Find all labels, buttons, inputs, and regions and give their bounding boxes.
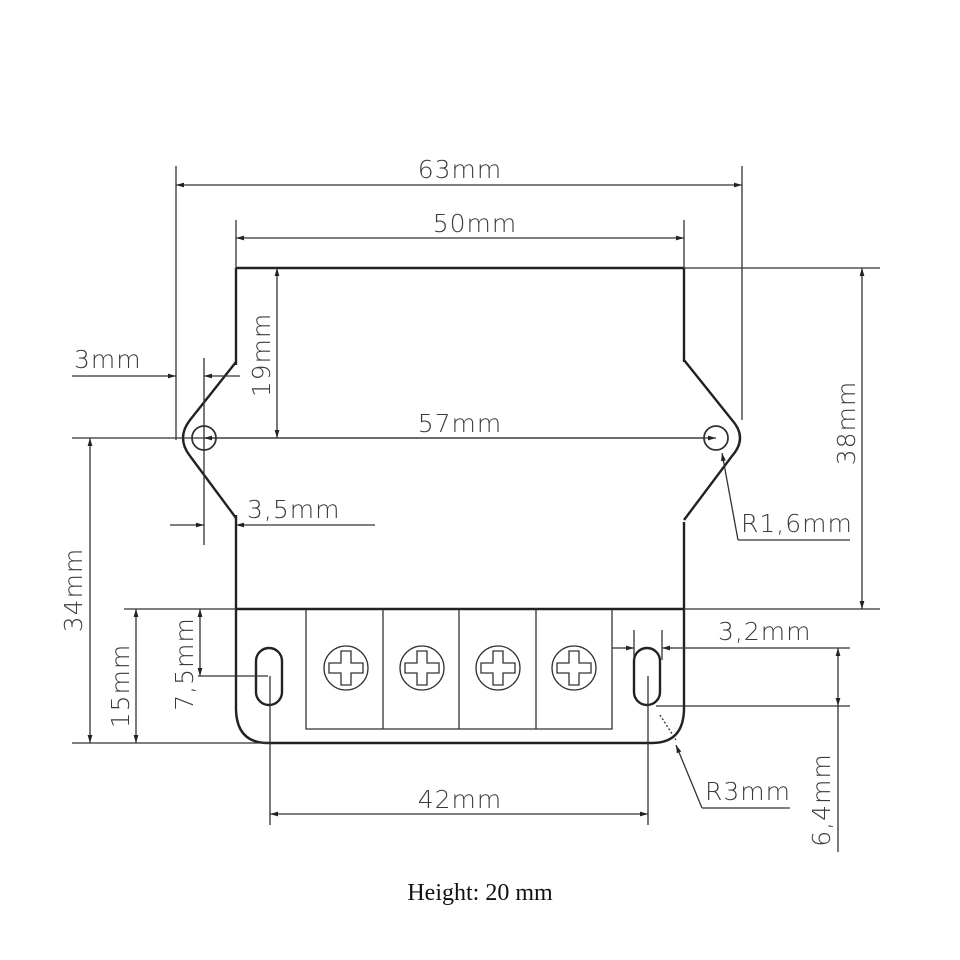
dim-label: 7,5mm: [170, 617, 199, 710]
right-mount-ear: [683, 359, 742, 521]
dim-label: R1,6mm: [741, 509, 853, 538]
dim-label: R3mm: [705, 777, 791, 806]
dim-slot-center: 7,5mm: [170, 609, 268, 711]
dim-hole-to-bottom: 34mm: [59, 438, 268, 744]
dim-label: 38mm: [832, 381, 861, 466]
dim-label: 19mm: [247, 313, 276, 398]
dim-label: 63mm: [418, 155, 503, 184]
dim-corner-radius: R3mm: [659, 714, 791, 809]
right-slot: [632, 646, 662, 707]
dim-label: 15mm: [106, 644, 135, 729]
module-body: [234, 266, 686, 745]
dim-label: 3,2mm: [718, 617, 811, 646]
dim-slot-spacing: 42mm: [269, 676, 649, 825]
dim-hole-to-top: 19mm: [247, 268, 280, 438]
dim-hole-radius: R1,6mm: [721, 452, 853, 541]
dim-label: 57mm: [418, 409, 503, 438]
dim-hole-spacing: 57mm: [72, 409, 716, 441]
phillips-screw-icon: [475, 645, 521, 691]
dim-ear-offset: 3mm: [72, 345, 240, 545]
dim-label: 42mm: [418, 785, 503, 814]
dim-label: 50mm: [433, 209, 518, 238]
terminal-screws: [323, 645, 597, 691]
dim-slot-length: 6,4mm: [656, 648, 850, 852]
phillips-screw-icon: [399, 645, 445, 691]
dim-label: 34mm: [59, 548, 88, 633]
dim-slot-width: 3,2mm: [612, 617, 850, 660]
dim-hole-to-body: 3,5mm: [170, 495, 375, 528]
phillips-screw-icon: [323, 645, 369, 691]
dim-label: 6,4mm: [807, 753, 836, 846]
dim-label: 3mm: [74, 345, 142, 374]
left-mount-ear: [181, 361, 237, 519]
phillips-screw-icon: [551, 645, 597, 691]
height-caption: Height: 20 mm: [407, 880, 553, 906]
dim-strip-height: 15mm: [106, 608, 236, 743]
dim-overall-width: 63mm: [175, 155, 743, 440]
dim-body-height: 38mm: [684, 267, 880, 610]
terminal-block: [305, 609, 613, 730]
dim-body-width: 50mm: [235, 209, 685, 268]
dim-label: 3,5mm: [247, 495, 340, 524]
